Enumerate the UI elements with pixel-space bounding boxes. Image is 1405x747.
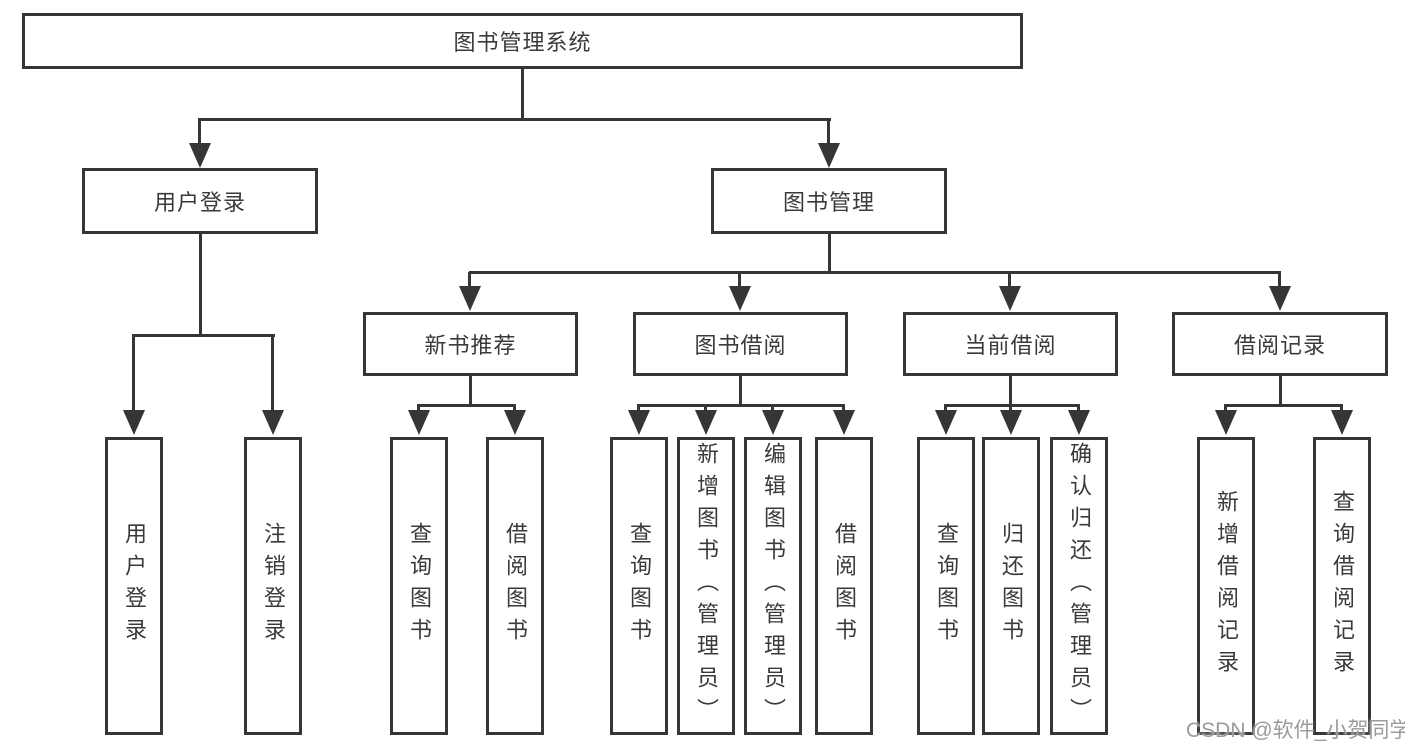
arrow-down-icon: [818, 118, 840, 168]
arrow-down-icon: [1269, 272, 1291, 311]
leaf-return-books-label: 归还图书: [999, 522, 1024, 650]
leaf-query-borrow-record: 查询借阅记录: [1313, 437, 1371, 735]
leaf-current-query-books-label: 查询图书: [934, 522, 959, 650]
leaf-add-borrow-record-label: 新增借阅记录: [1214, 490, 1239, 682]
node-book-borrowing-label: 图书借阅: [694, 333, 787, 358]
leaf-add-borrow-record: 新增借阅记录: [1197, 437, 1255, 735]
arrow-down-icon: [729, 272, 751, 311]
leaf-borrowing-query-books-label: 查询图书: [627, 522, 652, 650]
connector-borrowing-stem: [739, 375, 742, 407]
node-root: 图书管理系统: [22, 13, 1023, 69]
node-root-label: 图书管理系统: [453, 30, 592, 55]
leaf-recommend-query-books: 查询图书: [390, 437, 448, 735]
arrow-down-icon: [1215, 404, 1237, 435]
leaf-recommend-borrow-books: 借阅图书: [486, 437, 544, 735]
arrow-down-icon: [999, 272, 1021, 311]
connector-user-login-stem: [199, 233, 202, 337]
node-book-management: 图书管理: [711, 168, 947, 234]
node-borrowing-records-label: 借阅记录: [1233, 333, 1326, 358]
connector-borrowing-rail: [638, 404, 845, 407]
leaf-borrowing-borrow-books-label: 借阅图书: [832, 522, 857, 650]
connector-current-rail: [945, 404, 1080, 407]
leaf-add-books-admin-label: 新增图书（管理员）: [694, 442, 719, 730]
arrow-down-icon: [695, 404, 717, 435]
arrow-down-icon: [189, 118, 211, 168]
node-borrowing-records: 借阅记录: [1172, 312, 1388, 376]
connector-records-rail: [1225, 404, 1343, 407]
connector-records-stem: [1279, 375, 1282, 407]
node-book-management-label: 图书管理: [782, 190, 875, 215]
connector-current-stem: [1009, 375, 1012, 407]
connector-root-stem: [521, 68, 524, 121]
arrow-down-icon: [1068, 404, 1090, 435]
leaf-edit-books-admin-label: 编辑图书（管理员）: [761, 442, 786, 730]
arrow-down-icon: [459, 272, 481, 311]
leaf-borrowing-borrow-books: 借阅图书: [815, 437, 873, 735]
connector-recommend-rail: [418, 404, 516, 407]
arrow-down-icon: [1000, 404, 1022, 435]
leaf-add-books-admin: 新增图书（管理员）: [677, 437, 735, 735]
leaf-logout-login: 注销登录: [244, 437, 302, 735]
arrow-down-icon: [628, 404, 650, 435]
leaf-confirm-return-admin: 确认归还（管理员）: [1050, 437, 1108, 735]
node-book-borrowing: 图书借阅: [633, 312, 848, 376]
leaf-borrowing-query-books: 查询图书: [610, 437, 668, 735]
leaf-user-login-label: 用户登录: [122, 522, 147, 650]
leaf-confirm-return-admin-label: 确认归还（管理员）: [1067, 442, 1092, 730]
connector-recommend-stem: [469, 375, 472, 407]
arrow-down-icon: [504, 404, 526, 435]
node-new-book-recommend: 新书推荐: [363, 312, 578, 376]
node-current-borrowing: 当前借阅: [903, 312, 1118, 376]
arrow-down-icon: [123, 334, 145, 435]
watermark: CSDN @软件_小贺同学: [1186, 719, 1405, 742]
connector-user-login-rail: [133, 334, 275, 337]
arrow-down-icon: [935, 404, 957, 435]
arrow-down-icon: [762, 404, 784, 435]
leaf-recommend-borrow-books-label: 借阅图书: [503, 522, 528, 650]
arrow-down-icon: [833, 404, 855, 435]
arrow-down-icon: [262, 334, 284, 435]
node-user-login: 用户登录: [82, 168, 318, 234]
arrow-down-icon: [1331, 404, 1353, 435]
connector-level2-rail: [199, 118, 831, 121]
leaf-edit-books-admin: 编辑图书（管理员）: [744, 437, 802, 735]
connector-book-management-stem: [828, 233, 831, 274]
leaf-query-borrow-record-label: 查询借阅记录: [1330, 490, 1355, 682]
leaf-recommend-query-books-label: 查询图书: [407, 522, 432, 650]
leaf-return-books: 归还图书: [982, 437, 1040, 735]
leaf-user-login: 用户登录: [105, 437, 163, 735]
node-new-book-recommend-label: 新书推荐: [424, 333, 517, 358]
node-current-borrowing-label: 当前借阅: [964, 333, 1057, 358]
leaf-current-query-books: 查询图书: [917, 437, 975, 735]
leaf-logout-login-label: 注销登录: [261, 522, 286, 650]
connector-level3-rail: [469, 271, 1281, 274]
arrow-down-icon: [408, 404, 430, 435]
node-user-login-label: 用户登录: [153, 190, 246, 215]
